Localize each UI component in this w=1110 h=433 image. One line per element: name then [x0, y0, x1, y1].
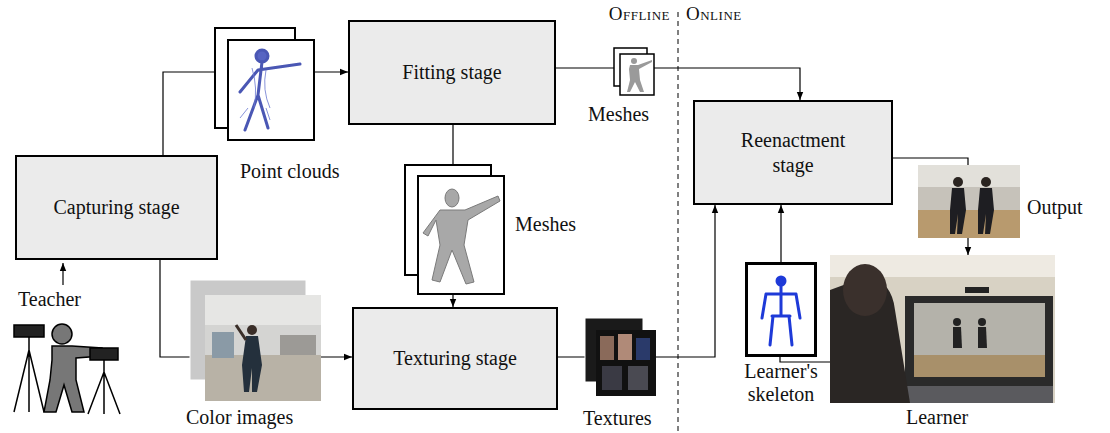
illustration-part: [978, 188, 994, 234]
illustration-part: [918, 210, 1020, 238]
illustration-part: [914, 355, 1045, 377]
illustration-part: [905, 296, 1053, 386]
illustration-part: [978, 318, 986, 326]
illustration-part: [600, 336, 614, 360]
illustration-part: [280, 335, 316, 355]
illustration-part: [88, 360, 120, 414]
divider-line: [678, 12, 679, 433]
process-box: Fitting stage: [348, 20, 556, 125]
illustration-part: [953, 177, 963, 187]
illustration-part: [618, 334, 632, 360]
illustration-part: [953, 327, 962, 348]
illustration-part: [212, 332, 234, 358]
skeleton-figure: [762, 277, 800, 345]
mesh-thumbnail: [614, 48, 654, 95]
point-cloud-image: [215, 28, 314, 140]
illustration-part: [90, 348, 118, 360]
image-caption: Meshes: [515, 213, 576, 235]
illustration-part: [918, 165, 1020, 187]
illustration-part: [236, 325, 246, 340]
illustration-part: [14, 325, 120, 414]
image-caption: Textures: [583, 407, 652, 429]
process-box: Capturing stage: [15, 155, 218, 260]
illustration-part: [914, 303, 1045, 377]
illustration-part: [247, 325, 257, 335]
illustration-part: [965, 287, 989, 293]
illustration-part: [242, 336, 262, 392]
illustration-part: [950, 188, 966, 234]
flow-arrow: [780, 205, 781, 262]
stage-label: Reenactment stage: [726, 128, 861, 178]
stage-label: Capturing stage: [27, 195, 207, 220]
illustration-part: [978, 327, 987, 348]
illustration-part: [620, 54, 654, 95]
texture-image: [585, 318, 656, 396]
illustration-part: [905, 386, 1053, 403]
color-image-photo: [190, 280, 321, 401]
illustration-part: [240, 50, 300, 130]
image-caption: Learner: [906, 406, 968, 428]
teacher-figure: [14, 263, 120, 414]
image-caption: Point clouds: [240, 160, 339, 182]
mesh-image: [405, 165, 504, 294]
illustration-part: [14, 325, 44, 337]
process-box: Reenactment stage: [693, 100, 893, 205]
illustration-part: [62, 263, 63, 285]
illustration-part: [256, 50, 268, 62]
illustration-part: [205, 355, 321, 401]
illustration-part: [240, 68, 270, 120]
stage-label: Texturing stage: [360, 346, 550, 371]
caption-text: Learner's skeleton: [726, 360, 836, 406]
process-box: Texturing stage: [352, 307, 558, 410]
illustration-part: [445, 189, 459, 207]
learner-photo: [830, 255, 1055, 403]
image-caption: Output: [1027, 196, 1083, 218]
section-label: Offline: [596, 4, 670, 25]
output-arrow: [967, 238, 968, 255]
illustration-part: [52, 324, 72, 344]
illustration-part: [631, 58, 637, 64]
illustration-part: [240, 62, 300, 130]
output-photo: [918, 165, 1020, 238]
illustration-part: [918, 165, 1020, 238]
illustration-part: [981, 177, 991, 187]
illustration-part: [14, 337, 44, 412]
image-caption: Meshes: [588, 103, 649, 125]
illustration-part: [627, 60, 652, 92]
illustration-part: [843, 264, 887, 316]
illustration-part: [205, 295, 321, 401]
illustration-part: [423, 189, 500, 284]
illustration-part: [596, 330, 656, 396]
illustration-part: [418, 176, 504, 294]
illustration-part: [423, 196, 500, 284]
illustration-part: [205, 295, 321, 325]
illustration-part: [602, 366, 622, 390]
output-line: [893, 158, 968, 165]
illustration-part: [636, 338, 650, 360]
stage-label: Fitting stage: [357, 60, 547, 85]
image-caption: Teacher: [18, 288, 81, 310]
skeleton-box: Learner's skeleton: [745, 262, 817, 357]
illustration-part: [953, 318, 961, 326]
illustration-part: [627, 58, 652, 92]
illustration-part: [228, 40, 314, 140]
illustration-part: [762, 285, 800, 345]
illustration-part: [240, 68, 270, 120]
illustration-part: [628, 366, 648, 390]
illustration-part: [830, 255, 1055, 403]
image-caption: Color images: [186, 406, 293, 428]
section-label: Online: [686, 4, 766, 25]
